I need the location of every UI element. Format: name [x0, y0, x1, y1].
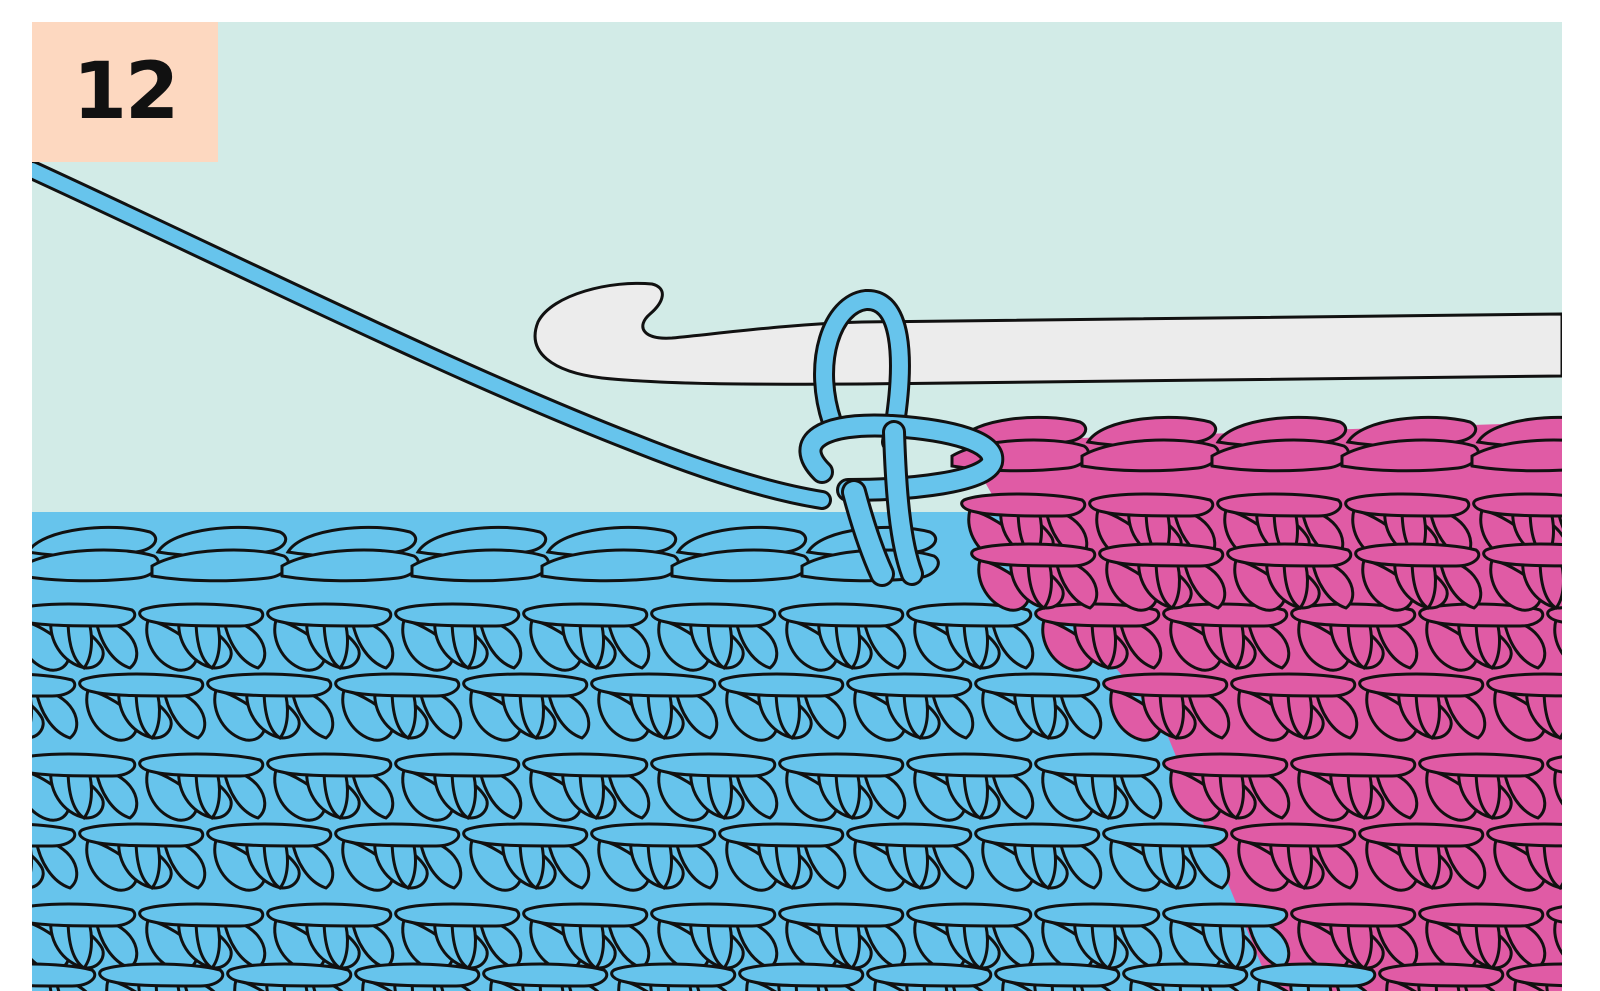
blue-stitch [464, 674, 589, 740]
blue-stitch [868, 964, 993, 991]
pink-stitch [1292, 604, 1417, 670]
blue-stitch [976, 824, 1101, 890]
blue-stitch [1252, 964, 1377, 991]
blue-stitch [396, 604, 521, 670]
blue-stitch [908, 604, 1033, 670]
blue-stitch [32, 754, 137, 820]
blue-stitch [612, 964, 737, 991]
blue-stitch [652, 604, 777, 670]
blue-stitch [336, 674, 461, 740]
blue-stitch [592, 824, 717, 890]
blue-stitch [996, 964, 1121, 991]
blue-stitch [908, 904, 1033, 970]
blue-stitch [1036, 754, 1161, 820]
blue-stitch [1036, 904, 1161, 970]
step-number: 12 [73, 47, 178, 137]
blue-stitch [396, 754, 521, 820]
blue-stitch [140, 904, 265, 970]
pink-stitch [972, 544, 1097, 610]
blue-stitch [524, 754, 649, 820]
pink-stitch [1036, 604, 1161, 670]
blue-stitch [268, 604, 393, 670]
crochet-illustration [32, 22, 1562, 991]
blue-stitch [908, 754, 1033, 820]
blue-stitch [208, 674, 333, 740]
blue-stitch [268, 754, 393, 820]
pink-stitch [1100, 544, 1225, 610]
pink-stitch [1232, 824, 1357, 890]
blue-stitch [80, 674, 205, 740]
blue-stitch [976, 674, 1101, 740]
pink-stitch [1420, 754, 1545, 820]
blue-stitch [1104, 824, 1229, 890]
blue-stitch [140, 604, 265, 670]
blue-stitch [484, 964, 609, 991]
pink-stitch [1228, 544, 1353, 610]
pink-stitch [1420, 604, 1545, 670]
blue-stitch [848, 674, 973, 740]
blue-stitch [140, 754, 265, 820]
pink-stitch [1292, 754, 1417, 820]
blue-stitch [780, 604, 905, 670]
blue-stitch [524, 604, 649, 670]
pink-stitch [1380, 964, 1505, 991]
blue-stitch [592, 674, 717, 740]
blue-stitch [32, 904, 137, 970]
blue-stitch [32, 604, 137, 670]
pink-stitch [1420, 904, 1545, 970]
blue-stitch [396, 904, 521, 970]
blue-stitch [780, 754, 905, 820]
step-badge: 12 [32, 22, 218, 162]
blue-stitch [720, 824, 845, 890]
blue-stitch [740, 964, 865, 991]
blue-stitch [268, 904, 393, 970]
illustration-frame [32, 22, 1562, 991]
blue-stitch [524, 904, 649, 970]
blue-stitch [464, 824, 589, 890]
pink-stitch [1356, 544, 1481, 610]
blue-stitch [336, 824, 461, 890]
blue-stitch [228, 964, 353, 991]
pink-stitch [1508, 964, 1562, 991]
blue-stitch [652, 754, 777, 820]
pink-stitch [1360, 674, 1485, 740]
blue-stitch [720, 674, 845, 740]
blue-stitch [652, 904, 777, 970]
pink-stitch [1232, 674, 1357, 740]
blue-stitch [100, 964, 225, 991]
pink-stitch [1104, 674, 1229, 740]
blue-stitch [1124, 964, 1249, 991]
pink-stitch [1164, 754, 1289, 820]
blue-stitch [80, 824, 205, 890]
blue-stitch [848, 824, 973, 890]
blue-stitch [780, 904, 905, 970]
pink-stitch [1292, 904, 1417, 970]
blue-stitch [356, 964, 481, 991]
blue-stitch [1164, 904, 1289, 970]
pink-stitch [1164, 604, 1289, 670]
blue-chain-top [32, 527, 158, 580]
blue-stitch [208, 824, 333, 890]
pink-stitch [1360, 824, 1485, 890]
